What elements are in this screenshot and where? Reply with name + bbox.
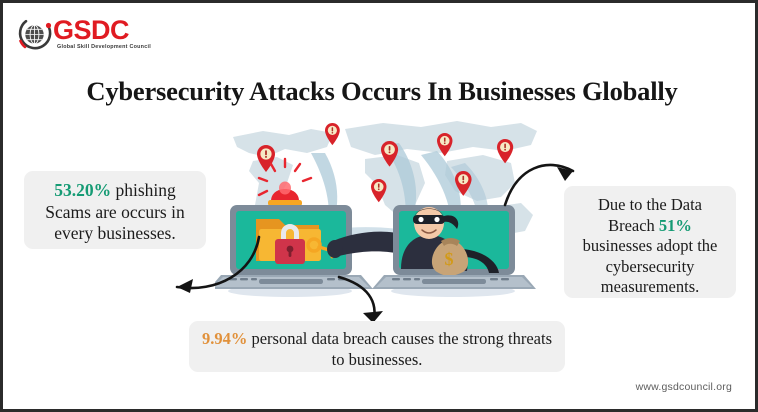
hacker-arm <box>333 231 405 257</box>
arrow-to-bottom-callout <box>337 275 383 325</box>
money-bag-icon: $ <box>431 238 469 276</box>
arrow-to-right-callout <box>503 163 575 207</box>
globe-icon <box>18 19 52 50</box>
page-title: Cybersecurity Attacks Occurs In Business… <box>86 75 678 106</box>
stat-personal-data-text: personal data breach causes the strong t… <box>247 329 553 369</box>
stat-breach-percent: 51% <box>658 215 692 235</box>
stat-phishing-percent: 53.20% <box>54 180 112 200</box>
alarm-siren-icon <box>257 157 313 206</box>
callout-phishing-scams: 53.20% phishing Scams are occurs in ever… <box>24 171 206 249</box>
logo-wordmark: GSDC <box>53 15 130 45</box>
callout-data-breach-adoption: Due to the Data Breach 51% businesses ad… <box>564 186 736 298</box>
cyberattack-illustration: $ <box>215 121 537 297</box>
brand-logo: GSDC Global Skill Development Council <box>17 15 217 57</box>
laptop-attacker: $ <box>372 205 536 289</box>
footer-website-url[interactable]: www.gsdcouncil.org <box>635 381 732 393</box>
callout-personal-data-breach: 9.94% personal data breach causes the st… <box>189 321 565 372</box>
stat-personal-data-percent: 9.94% <box>201 329 248 348</box>
stat-breach-lead-text: Due to the Data Breach <box>597 195 702 235</box>
laptop-victim <box>215 205 373 289</box>
logo-tagline: Global Skill Development Council <box>57 44 151 50</box>
arrow-to-left-callout <box>175 235 261 293</box>
stat-breach-trail-text: businesses adopt the cybersecurity measu… <box>582 236 718 296</box>
svg-text:$: $ <box>445 249 454 269</box>
stat-phishing-text: phishing Scams are occurs in every busin… <box>45 180 185 243</box>
